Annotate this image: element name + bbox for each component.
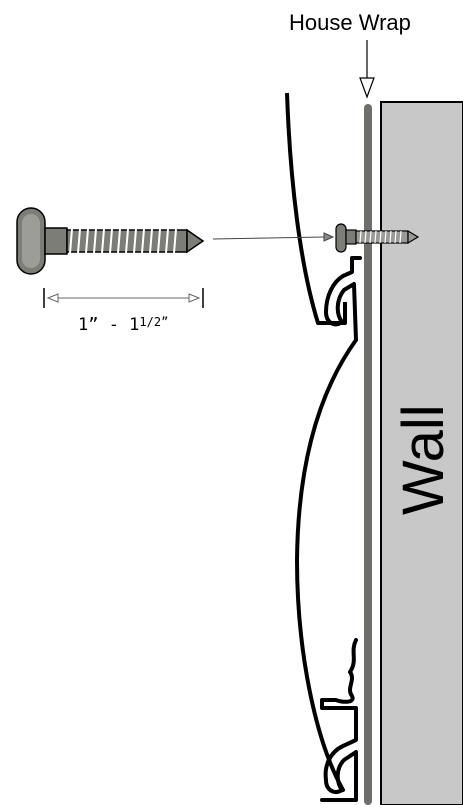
installed-screw [335,223,420,253]
siding-panel-profile [295,256,362,792]
house-wrap-arrow [359,40,375,99]
dimension-line [43,288,204,308]
screw-length-label: 1” - 11/2” [78,315,168,335]
house-wrap-layer [364,104,372,805]
house-wrap-label: House Wrap [289,10,411,35]
screw-leader-arrow [212,232,335,242]
screw-detail [16,207,205,275]
lower-siding-lock [320,638,358,802]
upper-siding-panel [285,92,347,325]
wall-label: Wall [391,404,456,515]
screw-length-fraction: 1/2” [139,315,169,329]
wall-block [380,101,463,805]
screw-length-main: 1” - 1 [78,315,140,335]
